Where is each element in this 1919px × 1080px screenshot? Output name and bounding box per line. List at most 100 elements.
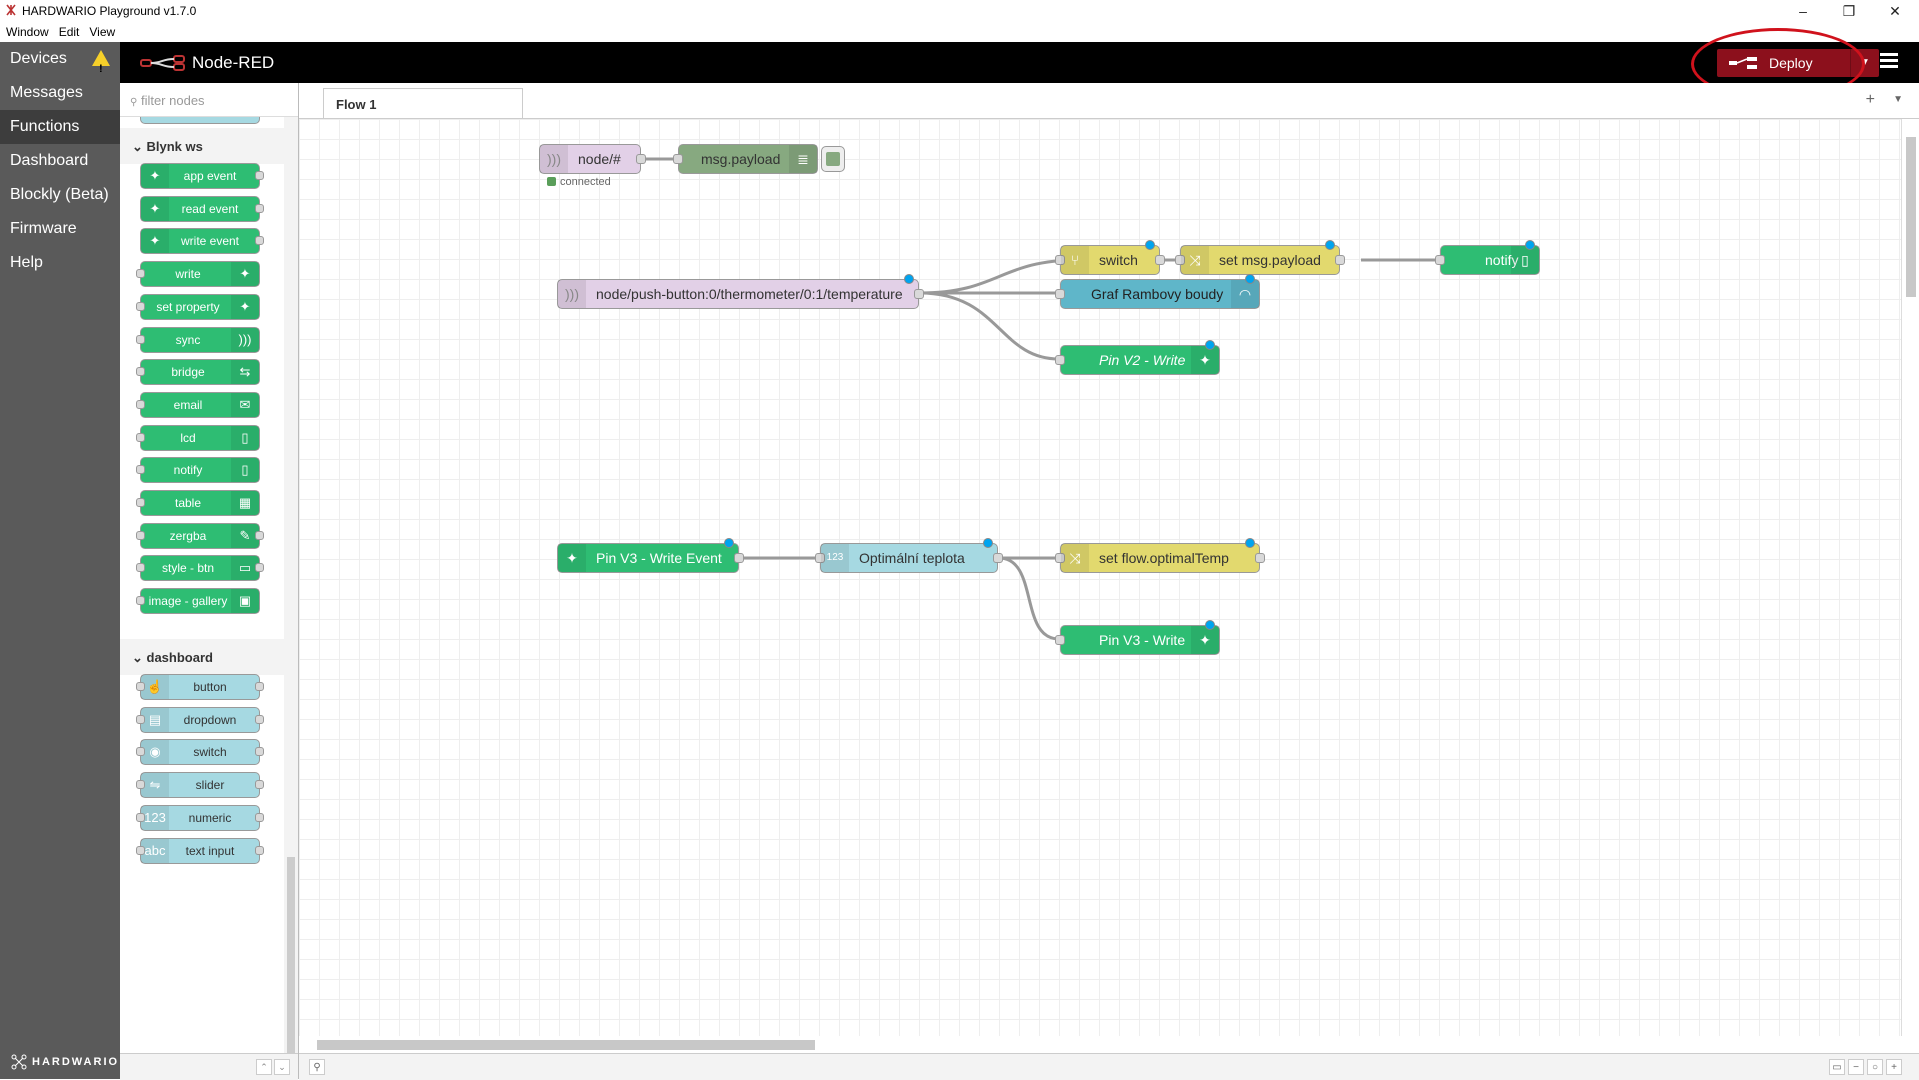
maximize-button[interactable]: ❐ <box>1842 3 1856 19</box>
flow-node-gauge[interactable]: Graf Rambovy boudy ◠ <box>1055 274 1260 309</box>
palette-node[interactable]: ✦read event <box>140 195 264 222</box>
output-port[interactable] <box>255 780 264 790</box>
input-port[interactable] <box>136 399 145 409</box>
collapse-all-button[interactable]: ⌃ <box>256 1059 272 1075</box>
input-port[interactable] <box>1055 635 1065 645</box>
output-port[interactable] <box>914 289 924 299</box>
input-port[interactable] <box>136 367 145 377</box>
nav-firmware[interactable]: Firmware <box>0 212 120 246</box>
output-port[interactable] <box>255 747 264 757</box>
palette-node[interactable]: ⇋slider <box>136 772 264 799</box>
tab-flow-1[interactable]: Flow 1 <box>323 88 523 118</box>
input-port[interactable] <box>1055 553 1065 563</box>
output-port[interactable] <box>255 563 264 573</box>
palette-node[interactable]: ◉switch <box>136 739 264 766</box>
search-flows-icon[interactable]: ⚲ <box>309 1059 325 1075</box>
flow-node-mqtt-in[interactable]: ))) node/# <box>539 144 646 174</box>
canvas-vertical-scrollbar[interactable] <box>1901 119 1919 1036</box>
palette-node[interactable]: ✦app event <box>140 163 264 189</box>
flow-node-debug[interactable]: msg.payload ≣ <box>673 144 818 174</box>
palette-node[interactable]: ▣image - gallery <box>136 588 260 615</box>
output-port[interactable] <box>636 154 646 164</box>
tab-list-icon[interactable]: ▼ <box>1893 94 1903 105</box>
output-port[interactable] <box>255 171 264 180</box>
nav-dashboard[interactable]: Dashboard <box>0 144 120 178</box>
palette-node[interactable]: ▯notify <box>136 457 260 484</box>
palette-node[interactable]: ✦write event <box>140 228 264 255</box>
input-port[interactable] <box>136 530 145 540</box>
output-port[interactable] <box>734 553 744 563</box>
canvas-horizontal-scrollbar[interactable] <box>299 1036 1901 1053</box>
output-port[interactable] <box>255 203 264 213</box>
palette-node[interactable]: )))sync <box>136 326 260 353</box>
add-flow-icon[interactable]: + <box>1865 91 1875 108</box>
nav-messages[interactable]: Messages <box>0 76 120 110</box>
expand-all-button[interactable]: ⌄ <box>274 1059 290 1075</box>
output-port[interactable] <box>993 553 1003 563</box>
input-port[interactable] <box>136 334 145 344</box>
palette-node[interactable]: ⇆bridge <box>136 359 260 386</box>
output-port[interactable] <box>255 682 264 691</box>
flow-node-set-flow[interactable]: ⤨ set flow.optimalTemp <box>1055 538 1265 573</box>
input-port[interactable] <box>136 682 145 691</box>
palette-node[interactable]: ▦table <box>136 490 260 516</box>
flow-node-change[interactable]: ⤨ set msg.payload <box>1175 240 1345 275</box>
palette-node[interactable]: ✦set property <box>136 293 260 320</box>
palette-node[interactable]: ▭style - btn <box>136 555 264 582</box>
output-port[interactable] <box>1255 553 1265 563</box>
flow-node-pin-v2-write[interactable]: Pin V2 - Write ✦ <box>1055 340 1220 375</box>
nav-functions[interactable]: Functions <box>0 110 120 144</box>
palette-search-input[interactable]: ⚲ filter nodes <box>120 83 298 117</box>
input-port[interactable] <box>136 747 145 757</box>
output-port[interactable] <box>255 845 264 855</box>
palette-node[interactable]: ☝button <box>136 674 264 700</box>
zoom-reset-icon[interactable]: ○ <box>1867 1059 1883 1075</box>
menu-window[interactable]: Window <box>6 25 49 39</box>
palette-scrollbar[interactable] <box>284 117 298 1062</box>
input-port[interactable] <box>136 301 145 311</box>
flow-node-notify[interactable]: notify ▯ <box>1435 240 1540 275</box>
input-port[interactable] <box>1175 255 1185 265</box>
palette-node[interactable]: ✎zergba <box>136 522 264 549</box>
minimize-button[interactable]: – <box>1799 3 1807 19</box>
input-port[interactable] <box>136 498 145 507</box>
output-port[interactable] <box>1155 255 1165 265</box>
palette-node[interactable]: ✦write <box>136 261 260 288</box>
palette-node[interactable]: ✉email <box>136 391 260 418</box>
input-port[interactable] <box>136 780 145 790</box>
input-port[interactable] <box>136 465 145 475</box>
horizontal-scroll-thumb[interactable] <box>317 1040 815 1050</box>
menu-hamburger-icon[interactable] <box>1880 53 1898 69</box>
input-port[interactable] <box>1055 255 1065 265</box>
debug-toggle-button[interactable] <box>821 146 845 172</box>
close-button[interactable]: ✕ <box>1889 3 1901 19</box>
input-port[interactable] <box>136 812 145 822</box>
flow-node-numeric[interactable]: 123 Optimální teplota <box>815 538 1003 573</box>
nav-help[interactable]: Help <box>0 246 120 280</box>
input-port[interactable] <box>1055 355 1065 365</box>
input-port[interactable] <box>815 553 825 563</box>
flow-node-pin-v3-write-event[interactable]: ✦ Pin V3 - Write Event <box>557 538 744 573</box>
palette-category-blynk[interactable]: ⌄ Blynk ws <box>120 128 284 164</box>
nav-devices[interactable]: Devices <box>0 42 120 86</box>
menu-edit[interactable]: Edit <box>58 25 80 39</box>
flow-canvas[interactable]: ))) node/# connected msg.payload ≣ ))) n… <box>299 119 1901 1036</box>
input-port[interactable] <box>136 714 145 724</box>
zoom-in-icon[interactable]: + <box>1886 1059 1902 1075</box>
input-port[interactable] <box>136 269 145 279</box>
vertical-scroll-thumb[interactable] <box>1906 137 1916 297</box>
input-port[interactable] <box>136 845 145 855</box>
input-port[interactable] <box>673 154 683 164</box>
palette-scroll-thumb[interactable] <box>287 857 295 1062</box>
flow-node-temperature-in[interactable]: ))) node/push-button:0/thermometer/0:1/t… <box>557 274 924 309</box>
output-port[interactable] <box>255 714 264 724</box>
palette-category-dashboard[interactable]: ⌄ dashboard <box>120 639 284 675</box>
input-port[interactable] <box>136 563 145 573</box>
zoom-out-icon[interactable]: − <box>1848 1059 1864 1075</box>
menu-view[interactable]: View <box>89 25 116 39</box>
output-port[interactable] <box>255 812 264 822</box>
input-port[interactable] <box>136 596 145 606</box>
output-port[interactable] <box>1335 255 1345 265</box>
